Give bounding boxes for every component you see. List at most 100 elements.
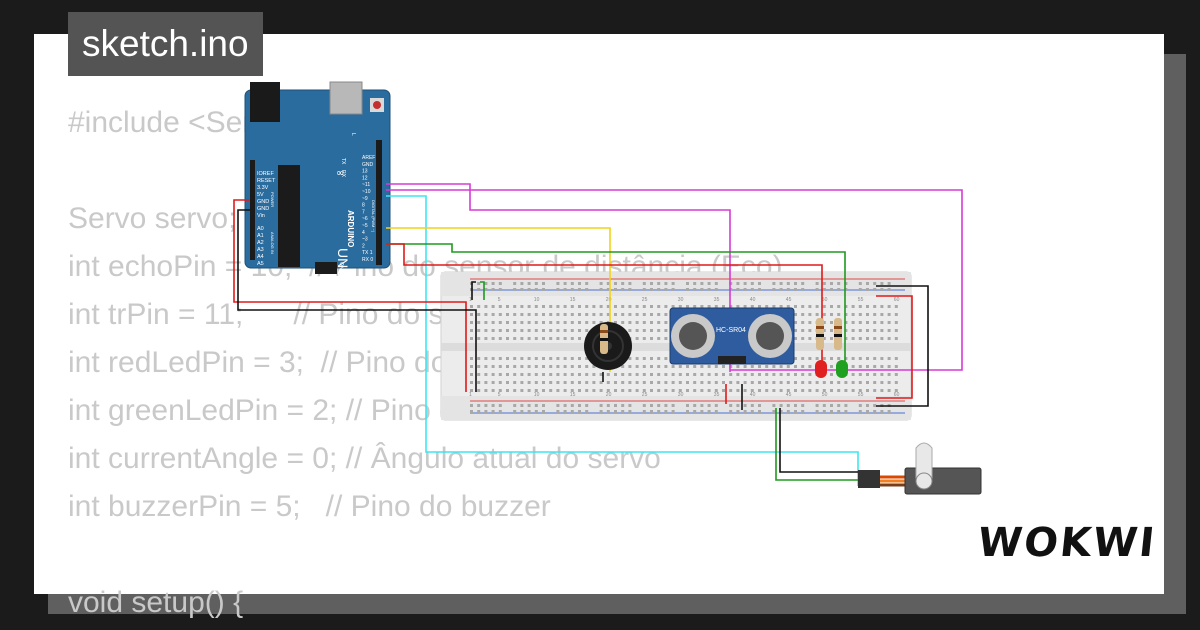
breadboard-hole [808, 357, 812, 360]
column-number: 50 [822, 297, 828, 303]
breadboard-hole [628, 373, 632, 376]
breadboard-hole [887, 282, 891, 285]
breadboard-hole [844, 404, 848, 407]
wire-black [237, 209, 477, 392]
breadboard-hole [837, 305, 841, 308]
code-line: void setup() { [68, 586, 244, 619]
breadboard-hole [794, 410, 797, 413]
breadboard-hole [542, 365, 545, 368]
breadboard-hole [578, 321, 581, 324]
breadboard-hole [570, 373, 574, 376]
breadboard-hole [650, 313, 653, 316]
breadboard-hole [520, 305, 524, 308]
breadboard-hole [491, 357, 495, 360]
breadboard-hole [772, 282, 776, 285]
breadboard-hole [642, 410, 646, 413]
breadboard-hole [549, 381, 553, 384]
breadboard-hole [758, 282, 761, 285]
breadboard-hole [765, 381, 769, 384]
breadboard-hole [750, 305, 754, 308]
filename-tab[interactable]: sketch.ino [68, 12, 263, 76]
breadboard-hole [484, 282, 488, 285]
breadboard-hole [758, 365, 761, 368]
breadboard-hole [556, 282, 560, 285]
breadboard-hole [549, 357, 553, 360]
breadboard-hole [808, 373, 812, 376]
breadboard-hole [549, 305, 553, 308]
breadboard-hole [513, 357, 517, 360]
breadboard-hole [635, 357, 639, 360]
breadboard-hole [513, 288, 517, 291]
breadboard-hole [592, 365, 596, 368]
breadboard-hole [592, 313, 596, 316]
breadboard-hole [815, 357, 819, 360]
arduino-uno[interactable]: ARDUINO UNO ∞ IOREFRESET3.3V5VGNDGNDVinP… [244, 81, 391, 279]
breadboard-hole [678, 389, 682, 392]
breadboard-hole [570, 305, 574, 308]
breadboard-hole [743, 288, 747, 291]
breadboard-hole [822, 313, 826, 316]
breadboard-hole [750, 288, 754, 291]
breadboard-hole [635, 373, 639, 376]
breadboard-hole [542, 313, 545, 316]
breadboard-hole [858, 288, 862, 291]
breadboard-hole [470, 313, 473, 316]
breadboard-hole [585, 321, 589, 324]
breadboard-hole [729, 389, 733, 392]
breadboard-hole [844, 381, 848, 384]
breadboard-hole [743, 389, 747, 392]
breadboard-hole [534, 404, 538, 407]
breadboard-hole [693, 389, 697, 392]
arduino-logo-icon: ∞ [336, 168, 344, 179]
breadboard-hole [750, 373, 754, 376]
digital-header-label: DIGITAL (PWM ~) [371, 200, 376, 233]
breadboard-hole [635, 305, 639, 308]
breadboard-hole [664, 404, 668, 407]
breadboard-hole [844, 357, 848, 360]
wires [233, 183, 963, 488]
breadboard-hole [722, 305, 725, 308]
breadboard-hole [772, 305, 776, 308]
breadboard-hole [563, 404, 567, 407]
breadboard-hole [808, 365, 812, 368]
breadboard-hole [707, 373, 711, 376]
breadboard-hole [772, 410, 776, 413]
breadboard-hole [628, 313, 632, 316]
breadboard-hole [614, 389, 617, 392]
breadboard-hole [873, 357, 877, 360]
breadboard-hole [801, 282, 805, 285]
sensor-label: HC-SR04 [716, 327, 746, 334]
breadboard-hole [894, 365, 898, 368]
code-line: int currentAngle = 0; // Ângulo atual do… [68, 442, 661, 475]
breadboard-hole [700, 365, 704, 368]
breadboard-hole [664, 365, 668, 368]
breadboard-hole [614, 321, 617, 324]
breadboard-hole [520, 389, 524, 392]
breadboard-hole [887, 329, 891, 332]
breadboard-hole [801, 365, 805, 368]
breadboard-hole [614, 373, 617, 376]
breadboard-hole [527, 357, 531, 360]
digital-pin-label: ~9 [362, 196, 368, 202]
breadboard-hole [642, 288, 646, 291]
breadboard-hole [621, 373, 625, 376]
breadboard-hole [736, 282, 740, 285]
breadboard-hole [621, 381, 625, 384]
breadboard-hole [794, 389, 797, 392]
breadboard-hole [758, 389, 761, 392]
breadboard-hole [657, 365, 661, 368]
power-header [250, 160, 255, 260]
breadboard-hole [830, 357, 833, 360]
breadboard-hole [498, 329, 502, 332]
breadboard-hole [671, 410, 675, 413]
breadboard-hole [808, 313, 812, 316]
breadboard-hole [887, 365, 891, 368]
breadboard-hole [534, 337, 538, 340]
power-pin-label: 5V [257, 192, 264, 198]
breadboard-hole [578, 410, 581, 413]
breadboard-hole [513, 404, 517, 407]
digital-header [376, 140, 382, 265]
breadboard-hole [851, 357, 855, 360]
column-number: 55 [858, 297, 864, 303]
